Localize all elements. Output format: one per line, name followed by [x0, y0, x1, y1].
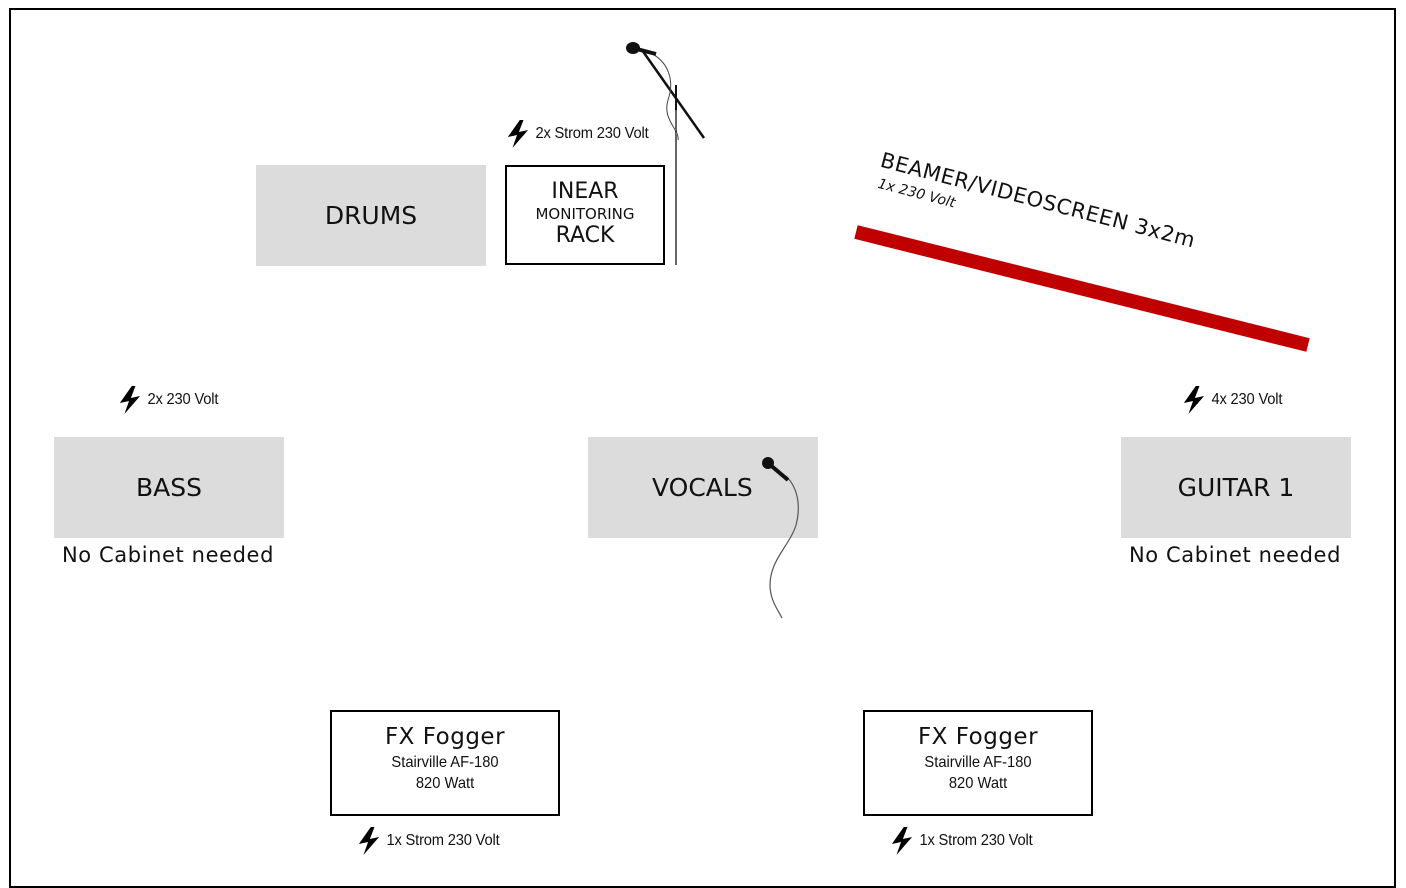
fogger-right-power: 1x Strom 230 Volt: [890, 827, 1033, 855]
fogger-right-model: Stairville AF-180: [924, 754, 1032, 771]
vocals-block: VOCALS: [588, 437, 818, 538]
lightning-bolt-icon: [891, 827, 913, 855]
guitar-block: GUITAR 1: [1121, 437, 1351, 538]
lightning-bolt-icon: [507, 120, 529, 148]
drums-power: 2x Strom 230 Volt: [506, 120, 649, 148]
guitar-label: GUITAR 1: [1177, 473, 1295, 502]
fogger-right-power-label: 1x Strom 230 Volt: [919, 832, 1033, 849]
lightning-bolt-icon: [358, 827, 380, 855]
fogger-left-box: FX Fogger Stairville AF-180 820 Watt: [330, 710, 560, 816]
inear-line-1: INEAR: [551, 179, 619, 204]
inear-line-2: MONITORING: [535, 205, 635, 223]
bass-power-label: 2x 230 Volt: [147, 391, 219, 408]
fogger-left-power-label: 1x Strom 230 Volt: [386, 832, 500, 849]
fogger-right-box: FX Fogger Stairville AF-180 820 Watt: [863, 710, 1093, 816]
fogger-left-power: 1x Strom 230 Volt: [357, 827, 500, 855]
bass-note: No Cabinet needed: [62, 543, 274, 567]
drums-power-label: 2x Strom 230 Volt: [535, 125, 649, 142]
drums-label: DRUMS: [324, 201, 418, 230]
bass-label: BASS: [136, 473, 202, 502]
inear-line-3: RACK: [555, 223, 615, 248]
guitar-power: 4x 230 Volt: [1182, 386, 1282, 414]
fogger-right-title: FX Fogger: [917, 724, 1039, 750]
lightning-bolt-icon: [119, 386, 141, 414]
lightning-bolt-icon: [1183, 386, 1205, 414]
guitar-power-label: 4x 230 Volt: [1211, 391, 1283, 408]
fogger-left-title: FX Fogger: [384, 724, 506, 750]
guitar-note: No Cabinet needed: [1129, 543, 1341, 567]
bass-power: 2x 230 Volt: [118, 386, 218, 414]
fogger-left-watt: 820 Watt: [415, 775, 475, 792]
inear-rack-box: INEAR MONITORING RACK: [505, 165, 665, 265]
fogger-left-model: Stairville AF-180: [391, 754, 499, 771]
bass-block: BASS: [54, 437, 284, 538]
drums-block: DRUMS: [256, 165, 486, 266]
fogger-right-watt: 820 Watt: [948, 775, 1008, 792]
vocals-label: VOCALS: [652, 473, 753, 502]
